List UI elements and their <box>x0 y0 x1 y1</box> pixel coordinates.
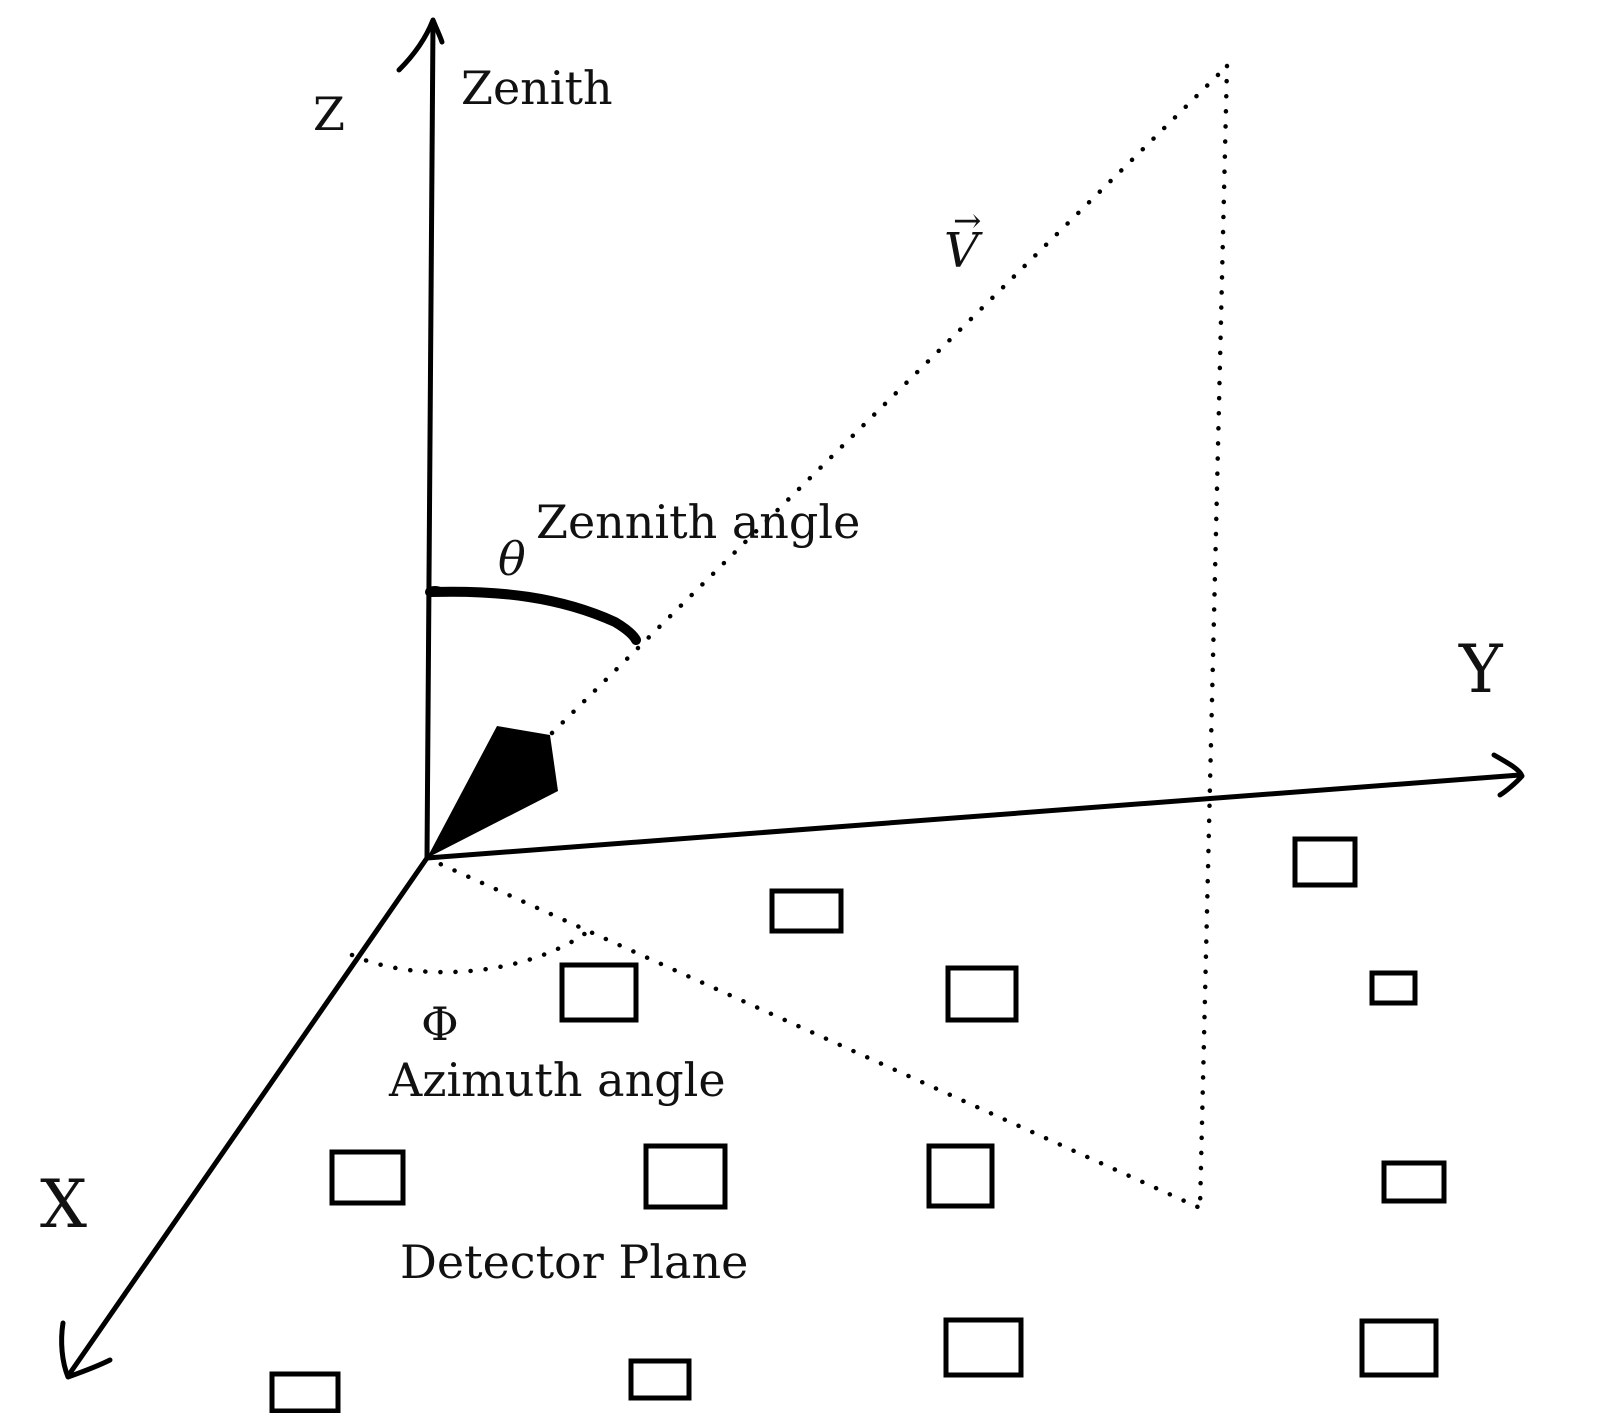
z-axis-arrowhead <box>396 17 445 73</box>
detector <box>1369 970 1418 1006</box>
vector-arrow-symbol: → <box>953 201 982 241</box>
azimuth-angle-label: Azimuth angle <box>388 1053 726 1107</box>
x-axis-label: X <box>40 1166 87 1243</box>
z-axis <box>396 17 445 861</box>
vector-v-line <box>549 63 1230 736</box>
detector <box>269 1371 341 1413</box>
detector <box>945 965 1019 1023</box>
zenith-label: Zenith <box>461 61 613 115</box>
azimuth-arc <box>349 927 593 975</box>
detector <box>1292 836 1358 888</box>
y-axis <box>424 752 1525 861</box>
detector <box>643 1143 728 1210</box>
detector-plane-label: Detector Plane <box>400 1235 748 1289</box>
y-axis-label: Y <box>1458 631 1504 708</box>
ground-projection-line <box>424 855 1203 1211</box>
detector <box>926 1143 995 1209</box>
vector-wedge <box>427 726 558 858</box>
vector-v-label: V <box>944 223 983 279</box>
z-axis-label: Z <box>313 87 345 141</box>
vector-projection <box>349 63 1230 1211</box>
detector <box>1381 1160 1447 1204</box>
x-axis <box>59 855 430 1380</box>
detector-array <box>269 836 1447 1413</box>
detector <box>628 1358 692 1401</box>
theta-symbol: θ <box>498 532 526 586</box>
y-axis-arrowhead <box>1491 752 1525 798</box>
detector <box>1359 1318 1439 1378</box>
vertical-drop-line <box>1197 63 1230 1211</box>
phi-symbol: Φ <box>421 997 459 1051</box>
detector <box>769 888 844 934</box>
x-axis-arrowhead <box>59 1320 113 1380</box>
detector <box>559 962 639 1023</box>
zenith-angle-arc <box>425 586 641 645</box>
zenith-angle-label: Zennith angle <box>536 495 860 549</box>
detector <box>329 1149 406 1206</box>
detector <box>943 1317 1024 1378</box>
